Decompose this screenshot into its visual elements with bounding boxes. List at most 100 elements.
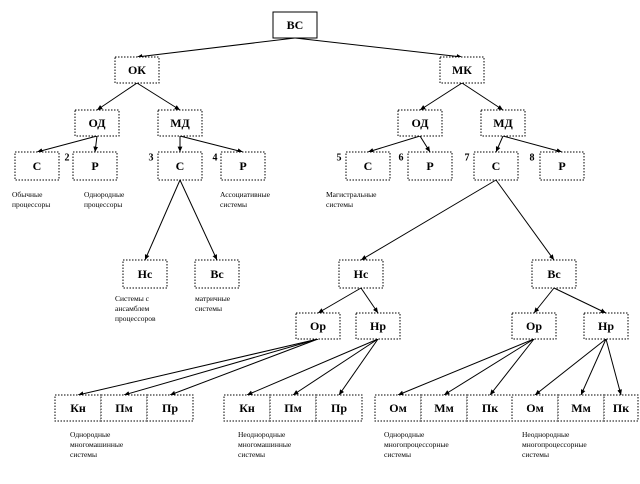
node-c1: С <box>14 151 60 181</box>
node-label: ОК <box>128 63 146 77</box>
node-label: Пм <box>284 401 302 415</box>
node-box <box>223 394 271 422</box>
edge-hc2-op1 <box>317 287 362 314</box>
node-label: С <box>33 159 42 173</box>
node-om1: Ом <box>374 394 422 422</box>
node-hc1: Нс <box>122 259 168 289</box>
node-label: Р <box>239 159 246 173</box>
caption-line: ансамблем <box>115 304 150 313</box>
node-label: Пр <box>331 401 347 415</box>
node-box <box>511 394 559 422</box>
caption-line: процессоры <box>12 200 50 209</box>
node-label: Вс <box>547 267 561 281</box>
node-bc2: Вс <box>531 259 577 289</box>
node-box <box>74 109 120 137</box>
node-box <box>473 151 519 181</box>
node-box <box>14 151 60 181</box>
node-label: Мм <box>434 401 454 415</box>
node-box <box>338 259 384 289</box>
caption-line: системы <box>326 200 353 209</box>
caption-line: системы <box>522 450 549 459</box>
branch-number-6: 6 <box>399 153 404 164</box>
node-label: Нс <box>138 267 153 281</box>
node-box <box>407 151 453 181</box>
edge-od2-p6 <box>419 135 431 153</box>
branch-number-5: 5 <box>337 153 342 164</box>
edge-op2-om1 <box>397 338 535 396</box>
node-box <box>420 394 468 422</box>
node-label: С <box>364 159 373 173</box>
node-box <box>480 109 526 137</box>
edge-hp2-mm2 <box>580 338 607 396</box>
node-box <box>100 394 148 422</box>
node-label: МД <box>170 116 190 130</box>
node-label: Вс <box>210 267 224 281</box>
node-label: Р <box>426 159 433 173</box>
node-label: ОД <box>412 116 430 130</box>
node-label: МД <box>493 116 513 130</box>
edge-hp1-kn2 <box>246 338 379 396</box>
node-box <box>122 259 168 289</box>
node-box <box>539 151 585 181</box>
edge-mk-md2 <box>461 82 504 111</box>
node-label: Нр <box>598 319 614 333</box>
node-box <box>374 394 422 422</box>
node-box <box>583 312 629 340</box>
node-box <box>220 151 266 181</box>
node-p8: Р <box>539 151 585 181</box>
node-od2: ОД <box>397 109 443 137</box>
caption-line: Однородные <box>84 190 125 199</box>
edge-hc2-hp1 <box>360 287 379 314</box>
node-pr1: Пр <box>146 394 194 422</box>
node-box <box>157 109 203 137</box>
caption-line: многопроцессорные <box>522 440 587 449</box>
node-om2: Ом <box>511 394 559 422</box>
caption-line: Обычные <box>12 190 43 199</box>
caption-line: Магистральные <box>326 190 377 199</box>
caption-line: системы <box>384 450 411 459</box>
node-box <box>114 56 160 84</box>
edge-ok-od1 <box>96 82 138 111</box>
node-c3: С <box>157 151 203 181</box>
node-label: Ор <box>526 319 542 333</box>
edge-hp1-pr2 <box>338 338 379 396</box>
node-pm1: Пм <box>100 394 148 422</box>
node-box <box>397 109 443 137</box>
node-label: Пр <box>162 401 178 415</box>
edge-op1-pm1 <box>123 338 319 396</box>
node-c7: С <box>473 151 519 181</box>
branch-number-3: 3 <box>149 153 154 164</box>
edge-op1-pr1 <box>169 338 319 396</box>
edge-md2-p8 <box>502 135 563 153</box>
node-box <box>194 259 240 289</box>
edge-op2-pk1 <box>489 338 535 396</box>
node-box <box>72 151 118 181</box>
edge-op1-kn1 <box>77 338 319 397</box>
edge-hp2-om2 <box>534 338 607 396</box>
edge-od1-c1 <box>36 135 98 153</box>
node-pr2: Пр <box>315 394 363 422</box>
caption-line: процессоров <box>115 314 156 323</box>
node-box <box>603 394 639 422</box>
caption-line: многопроцессорные <box>384 440 449 449</box>
node-kn1: Кн <box>54 394 102 422</box>
edge-c3-hc1 <box>144 179 181 261</box>
node-hp1: Нр <box>355 312 401 340</box>
node-label: Ом <box>389 401 407 415</box>
edge-root-mk <box>294 37 463 59</box>
node-box <box>157 151 203 181</box>
node-label: Ор <box>310 319 326 333</box>
node-c5: С <box>345 151 391 181</box>
caption-line: Ассоциативные <box>220 190 271 199</box>
caption-line: процессоры <box>84 200 122 209</box>
caption-line: многомашинные <box>70 440 124 449</box>
node-label: Кн <box>70 401 86 415</box>
branch-number-8: 8 <box>530 153 535 164</box>
caption-line: Неоднородные <box>522 430 570 439</box>
node-op2: Ор <box>511 312 557 340</box>
node-box <box>466 394 514 422</box>
